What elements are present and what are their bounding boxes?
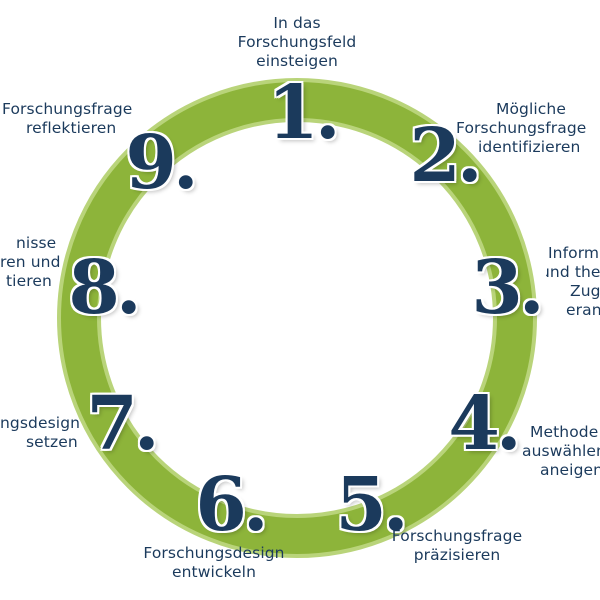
step-label-4-line: aneigen bbox=[540, 461, 600, 479]
step-number-8: 8. bbox=[68, 251, 141, 325]
step-number-6: 6. bbox=[195, 468, 268, 542]
step-label-3-line: Zug bbox=[570, 282, 600, 300]
step-number-9: 9. bbox=[125, 126, 198, 200]
step-number-4-dot: . bbox=[495, 381, 522, 467]
step-label-8-line: ren und bbox=[0, 253, 61, 271]
step-label-6-line: entwickeln bbox=[171, 563, 257, 581]
step-number-1: 1. bbox=[267, 76, 340, 150]
step-number-7-dot: . bbox=[133, 381, 160, 467]
step-number-9-digit: 9 bbox=[125, 120, 177, 206]
step-number-4-digit: 4 bbox=[448, 381, 500, 467]
step-number-4: 4. bbox=[448, 387, 521, 461]
step-number-8-dot: . bbox=[115, 245, 142, 331]
step-label-2: Mögliche Forschungsfrage identifizieren bbox=[456, 100, 600, 157]
step-number-6-dot: . bbox=[242, 462, 269, 548]
step-label-8-line: nisse bbox=[16, 234, 57, 252]
cycle-ring bbox=[61, 82, 533, 554]
step-label-3-line: und the bbox=[546, 263, 600, 281]
step-number-6-digit: 6 bbox=[195, 462, 247, 548]
step-label-1-line: In das bbox=[273, 14, 321, 32]
step-number-2: 2. bbox=[409, 119, 482, 193]
step-label-2-line: Mögliche bbox=[496, 100, 566, 118]
step-number-3: 3. bbox=[471, 251, 544, 325]
step-label-7-line: ngsdesign bbox=[0, 414, 81, 432]
step-number-5-dot: . bbox=[382, 462, 409, 548]
step-number-7-digit: 7 bbox=[86, 381, 138, 467]
step-number-2-digit: 2 bbox=[409, 113, 461, 199]
step-label-7: ngsdesign setzen bbox=[0, 414, 96, 452]
step-number-7: 7. bbox=[86, 387, 159, 461]
step-label-5: Forschungsfrage präzisieren bbox=[392, 527, 522, 565]
step-number-3-digit: 3 bbox=[471, 245, 523, 331]
step-label-5-line: Forschungsfrage bbox=[391, 527, 523, 545]
step-label-7-line: setzen bbox=[26, 433, 78, 451]
step-label-5-line: präzisieren bbox=[413, 546, 501, 564]
step-label-4-line: auswählen bbox=[522, 442, 600, 460]
step-label-6-line: Forschungsdesign bbox=[143, 544, 285, 562]
step-number-2-dot: . bbox=[456, 113, 483, 199]
step-label-3-line: eran bbox=[566, 301, 600, 319]
step-label-2-line: identifizieren bbox=[478, 138, 581, 156]
step-number-9-dot: . bbox=[172, 120, 199, 206]
step-label-1-line: Forschungsfeld bbox=[237, 33, 357, 51]
step-number-1-dot: . bbox=[314, 70, 341, 156]
step-label-3: Inform und the Zug eran bbox=[546, 244, 600, 320]
step-number-3-dot: . bbox=[518, 245, 545, 331]
step-number-5-digit: 5 bbox=[335, 462, 387, 548]
step-label-9: Forschungsfrage reflektieren bbox=[0, 100, 160, 138]
step-label-1: In das Forschungsfeld einsteigen bbox=[238, 14, 357, 71]
step-number-8-digit: 8 bbox=[68, 245, 120, 331]
step-label-4: Methode auswählen aneigen bbox=[522, 423, 600, 480]
step-label-4-line: Methode bbox=[530, 423, 599, 441]
step-label-8: nisse ren und tieren bbox=[0, 234, 66, 291]
step-number-5: 5. bbox=[335, 468, 408, 542]
step-label-3-line: Inform bbox=[548, 244, 600, 262]
step-label-8-line: tieren bbox=[6, 272, 52, 290]
step-label-9-line: Forschungsfrage bbox=[2, 100, 133, 118]
step-label-1-line: einsteigen bbox=[256, 52, 338, 70]
step-number-1-digit: 1 bbox=[267, 70, 319, 156]
step-label-2-line: Forschungsfrage bbox=[456, 119, 587, 137]
step-label-9-line: reflektieren bbox=[26, 119, 117, 137]
step-label-6: Forschungsdesign entwickeln bbox=[143, 544, 284, 582]
